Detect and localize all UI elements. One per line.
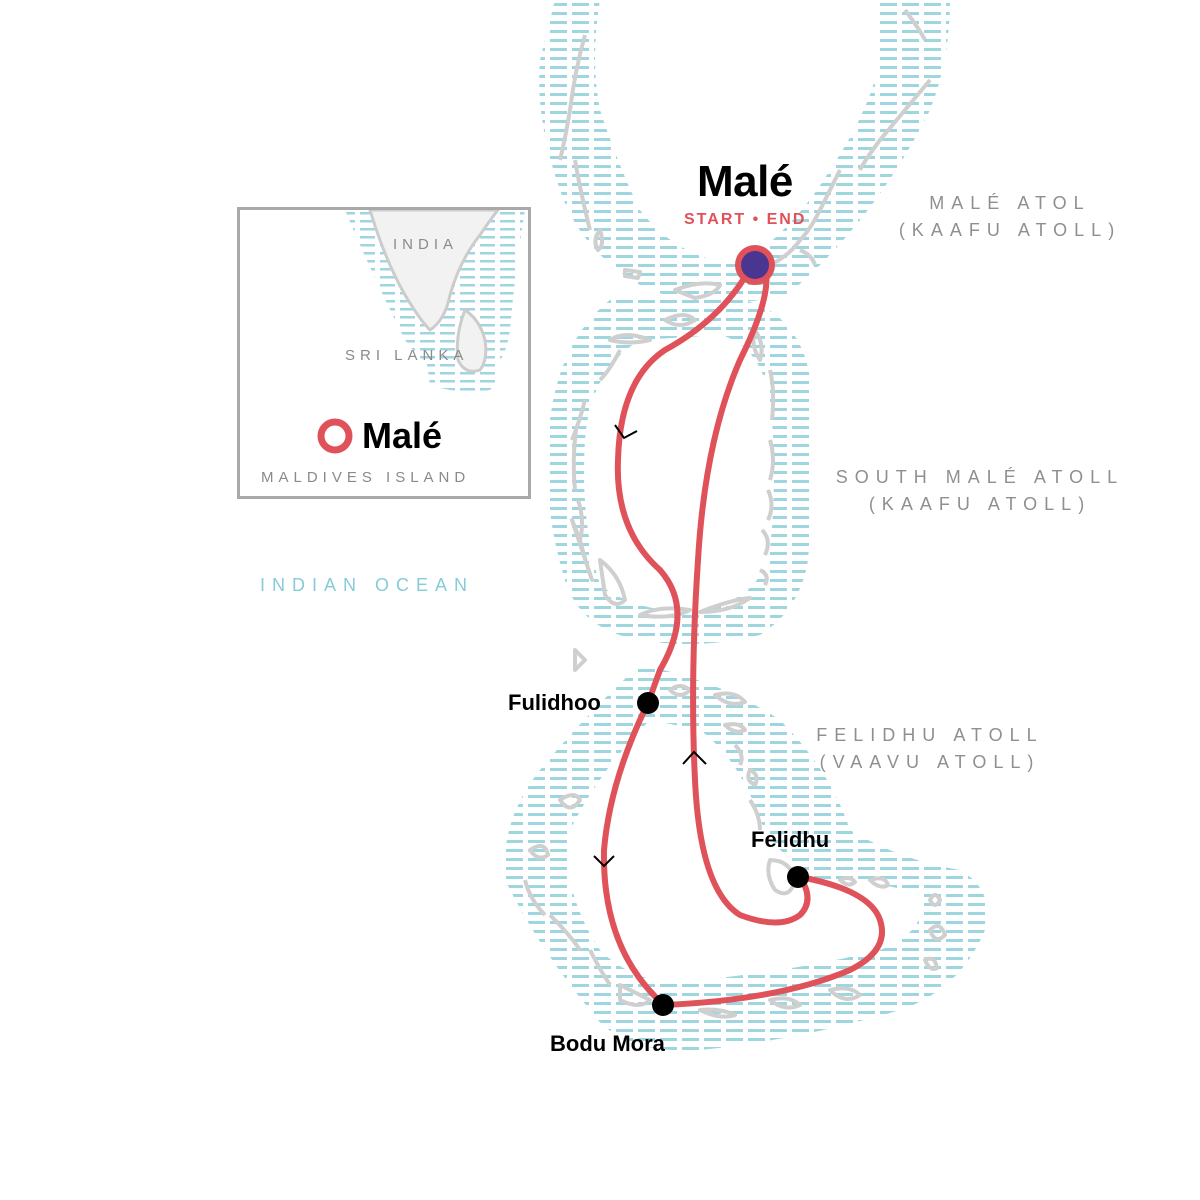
direction-arrows	[593, 424, 707, 868]
region-label-male-atol: MALÉ ATOL (KAAFU ATOLL)	[898, 193, 1122, 240]
stop-label-bodu-mora: Bodu Mora	[550, 1031, 665, 1056]
inset-label-india: INDIA	[393, 236, 459, 253]
ocean-label: INDIAN OCEAN	[260, 575, 475, 595]
stop-marker-bodu-mora[interactable]	[652, 994, 674, 1016]
route-path	[600, 269, 885, 1008]
inset-marker-label: Malé	[362, 415, 443, 456]
inset-locator-map: INDIA SRI LANKA Malé MALDIVES ISLAND	[237, 207, 531, 499]
stop-marker-fulidhoo[interactable]	[637, 692, 659, 714]
male-locator-icon	[317, 418, 353, 454]
start-end-tag: START • END	[684, 211, 807, 228]
inset-label-sri-lanka: SRI LANKA	[345, 347, 469, 364]
stop-label-felidhu: Felidhu	[751, 827, 830, 852]
direction-arrow-icon	[593, 855, 615, 868]
direction-arrow-icon	[614, 424, 638, 440]
island-outlines	[523, 8, 947, 1019]
region-label-south-male-atoll: SOUTH MALÉ ATOLL (KAAFU ATOLL)	[835, 467, 1125, 514]
inset-caption: MALDIVES ISLAND	[261, 469, 471, 486]
india-shape	[368, 210, 500, 332]
direction-arrow-icon	[682, 750, 707, 765]
stop-marker-felidhu[interactable]	[787, 866, 809, 888]
region-label-felidhu-atoll: FELIDHU ATOLL (VAAVU ATOLL)	[816, 725, 1044, 772]
stop-label-fulidhoo: Fulidhoo	[508, 690, 601, 715]
start-end-marker[interactable]	[735, 245, 775, 285]
reef-water-areas	[504, 0, 988, 1051]
start-city-label: Malé	[697, 157, 793, 206]
sri-lanka-shape	[455, 307, 488, 373]
inset-map-graphic	[317, 210, 525, 454]
